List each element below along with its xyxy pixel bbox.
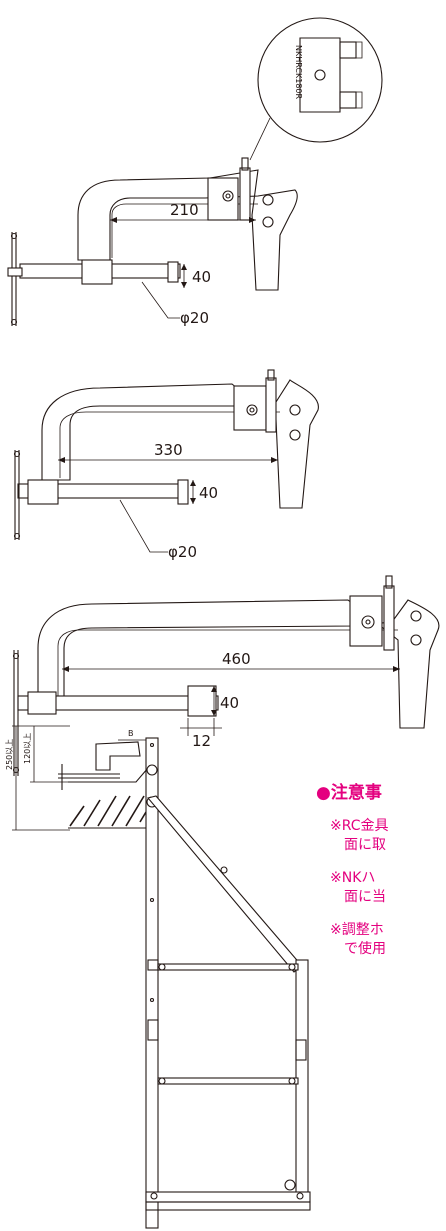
callout-detail: NKHRCK180R [249, 17, 383, 161]
hinge-3 [383, 585, 395, 651]
note-line: ※調整ホ [330, 922, 384, 938]
label-b: B [128, 729, 134, 738]
caution-notes: ●注意事 ※RC金具 面に取 ※NKハ 面に当 ※調整ホ で使用 [316, 778, 446, 973]
note-line: ※RC金具 [330, 818, 389, 834]
install-clamp [95, 741, 141, 771]
c-frame-1 [77, 169, 298, 291]
dim-phi20-b: φ20 [168, 543, 197, 561]
clamp-drawing-460: 460 40 12 [12, 575, 440, 776]
label-250: 250以上 [5, 739, 14, 770]
hinge-2 [265, 377, 277, 433]
bracket-plate-1 [207, 177, 239, 221]
dim-210: 210 [170, 201, 199, 219]
callout-hole [314, 69, 326, 81]
dim-40-c: 40 [220, 694, 239, 712]
note-line: 面に取 [344, 837, 386, 853]
callout-leader [249, 117, 271, 161]
note-line: で使用 [344, 941, 386, 957]
phi-leader-1 [141, 281, 180, 319]
dim-460: 460 [222, 650, 251, 668]
c-frame-3 [37, 599, 440, 729]
dim-12: 12 [192, 732, 211, 750]
note-item: ※NKハ 面に当 [330, 869, 446, 907]
callout-tab-bottom [339, 91, 357, 109]
label-120: 120以上 [23, 733, 32, 764]
note-line: 面に当 [344, 889, 386, 905]
callout-model-text: NKHRCK180R [294, 45, 303, 100]
diagonal-brace [147, 795, 303, 973]
dim-phi20-a: φ20 [180, 309, 209, 327]
callout-plate [299, 37, 341, 113]
joint-top [146, 764, 158, 776]
phi-leader-2 [119, 499, 168, 553]
dim-40-a: 40 [192, 268, 211, 286]
dim-40-b: 40 [199, 484, 218, 502]
wall-section [68, 766, 149, 829]
installation-diagram: 250以上 120以上 B [5, 725, 311, 1229]
main-post [145, 737, 159, 1229]
clamp-drawing-210: 210 40 φ20 [7, 157, 298, 327]
callout-circle [257, 17, 383, 143]
rail-middle [157, 1077, 299, 1085]
rail-upper [157, 963, 299, 971]
bracket-plate-2 [233, 385, 267, 431]
hinge-1 [239, 167, 251, 221]
note-item: ※調整ホ で使用 [330, 921, 446, 959]
note-line: ※NKハ [330, 870, 376, 886]
notes-title: ●注意事 [316, 783, 382, 803]
note-item: ※RC金具 面に取 [330, 817, 446, 855]
clamp-drawing-330: 330 40 φ20 [13, 369, 319, 561]
callout-tab-top [339, 41, 357, 59]
rail-bottom [145, 1191, 311, 1203]
c-frame-2 [41, 379, 319, 509]
dim-330: 330 [154, 441, 183, 459]
